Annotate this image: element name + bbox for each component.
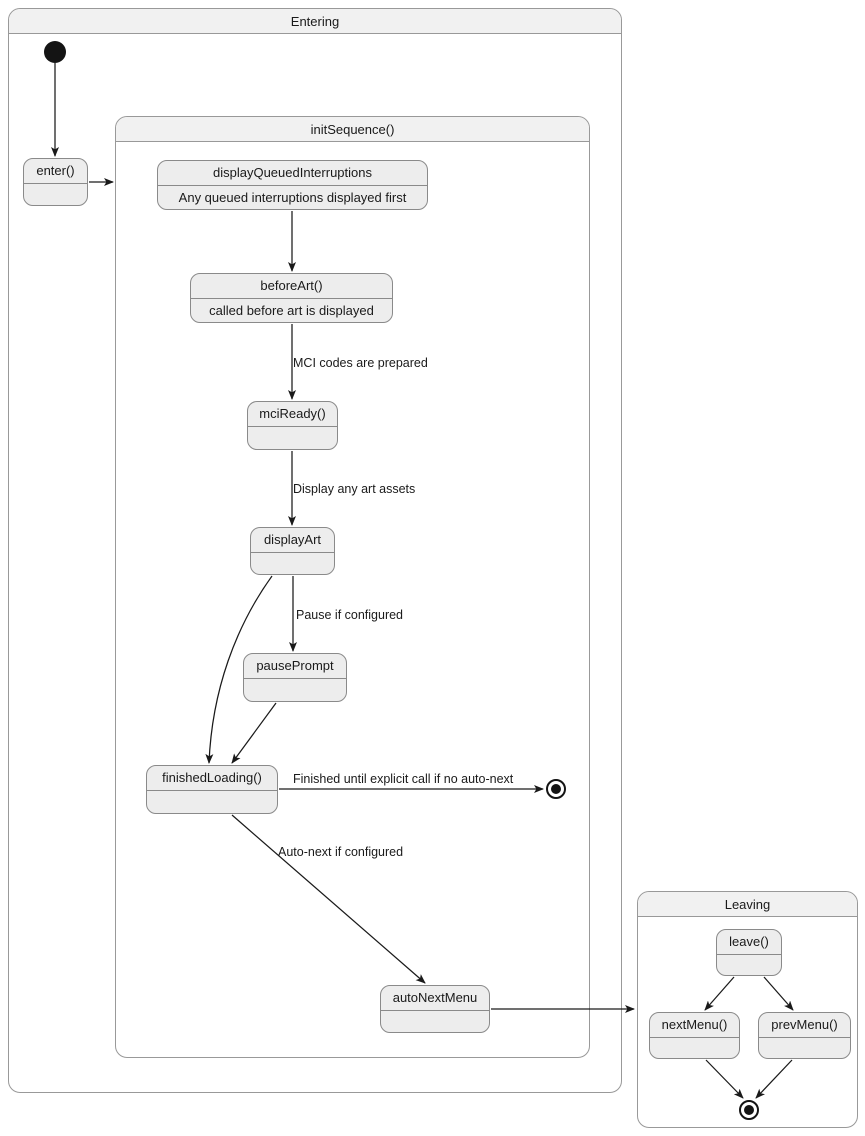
composite-title-init-sequence: initSequence() bbox=[116, 117, 589, 142]
state-finished-loading-title: finishedLoading() bbox=[147, 766, 277, 791]
composite-title-entering: Entering bbox=[9, 9, 621, 34]
state-next-menu-body bbox=[650, 1038, 739, 1058]
state-leave[interactable]: leave() bbox=[716, 929, 782, 976]
state-before-art-body: called before art is displayed bbox=[209, 303, 374, 318]
leaving-final-state-node bbox=[739, 1100, 759, 1120]
state-mci-ready-body bbox=[248, 427, 337, 449]
transition-label-mci-codes-prepared: MCI codes are prepared bbox=[293, 356, 428, 370]
state-mci-ready-title: mciReady() bbox=[248, 402, 337, 427]
state-display-art-body bbox=[251, 553, 334, 574]
state-auto-next-menu-title: autoNextMenu bbox=[381, 986, 489, 1011]
state-before-art-title: beforeArt() bbox=[191, 274, 392, 299]
state-enter-title: enter() bbox=[24, 159, 87, 184]
state-pause-prompt-title: pausePrompt bbox=[244, 654, 346, 679]
state-enter[interactable]: enter() bbox=[23, 158, 88, 206]
state-display-art-title: displayArt bbox=[251, 528, 334, 553]
composite-state-init-sequence[interactable]: initSequence() bbox=[115, 116, 590, 1058]
composite-title-leaving: Leaving bbox=[638, 892, 857, 917]
state-next-menu-title: nextMenu() bbox=[650, 1013, 739, 1038]
state-leave-body bbox=[717, 955, 781, 975]
state-display-art[interactable]: displayArt bbox=[250, 527, 335, 575]
transition-label-display-art-assets: Display any art assets bbox=[293, 482, 416, 496]
initial-state-node bbox=[44, 41, 66, 63]
state-auto-next-menu[interactable]: autoNextMenu bbox=[380, 985, 490, 1033]
state-auto-next-menu-body bbox=[381, 1011, 489, 1032]
state-pause-prompt[interactable]: pausePrompt bbox=[243, 653, 347, 702]
state-display-queued-interruptions-title: displayQueuedInterruptions bbox=[158, 161, 427, 186]
state-prev-menu[interactable]: prevMenu() bbox=[758, 1012, 851, 1059]
state-leave-title: leave() bbox=[717, 930, 781, 955]
state-prev-menu-title: prevMenu() bbox=[759, 1013, 850, 1038]
state-finished-loading[interactable]: finishedLoading() bbox=[146, 765, 278, 814]
state-mci-ready[interactable]: mciReady() bbox=[247, 401, 338, 450]
state-pause-prompt-body bbox=[244, 679, 346, 701]
state-display-queued-interruptions-body: Any queued interruptions displayed first bbox=[178, 190, 407, 205]
composite-state-leaving[interactable]: Leaving bbox=[637, 891, 858, 1128]
state-prev-menu-body bbox=[759, 1038, 850, 1058]
state-finished-loading-body bbox=[147, 791, 277, 813]
final-state-node bbox=[546, 779, 566, 799]
state-next-menu[interactable]: nextMenu() bbox=[649, 1012, 740, 1059]
state-enter-body bbox=[24, 184, 87, 205]
transition-label-auto-next-if-configured: Auto-next if configured bbox=[278, 845, 404, 859]
state-display-queued-interruptions[interactable]: displayQueuedInterruptions Any queued in… bbox=[157, 160, 428, 210]
transition-label-pause-if-configured: Pause if configured bbox=[296, 608, 404, 622]
transition-label-finished-until-explicit: Finished until explicit call if no auto-… bbox=[293, 772, 514, 786]
state-before-art[interactable]: beforeArt() called before art is display… bbox=[190, 273, 393, 323]
